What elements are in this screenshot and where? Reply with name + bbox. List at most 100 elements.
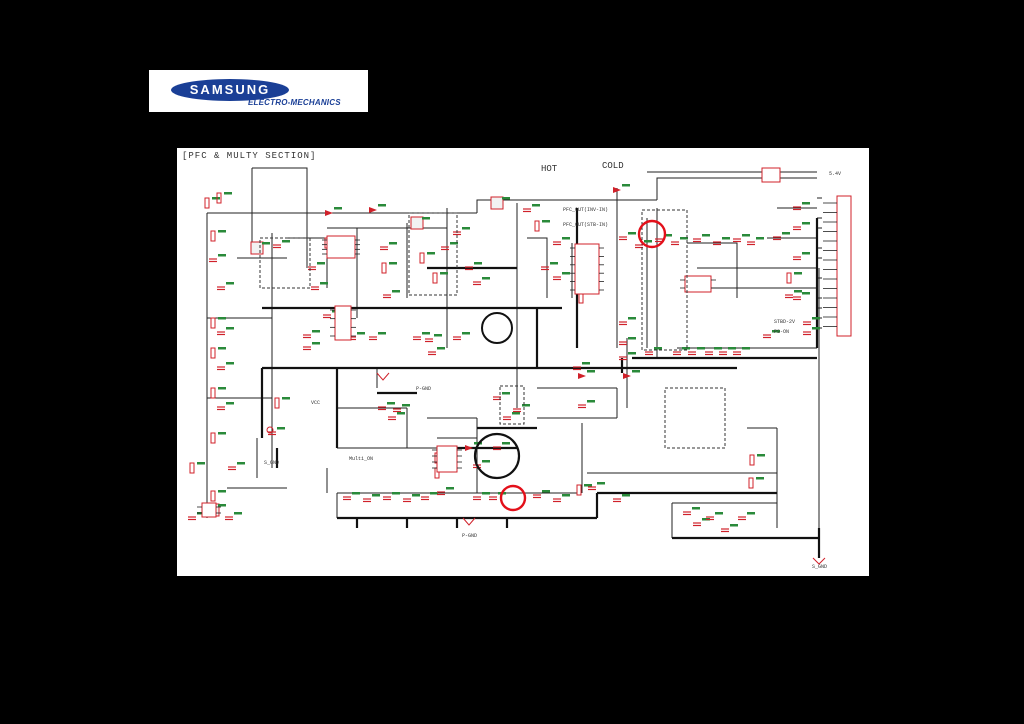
part-ref-label-79 [352, 492, 360, 495]
schematic-component-24 [380, 242, 397, 251]
schematic-component-23 [369, 204, 386, 213]
part-ref-label-87 [542, 490, 550, 493]
schematic-component-71 [493, 392, 510, 401]
schematic-component-31 [453, 227, 470, 236]
part-ref-label-1 [224, 192, 232, 195]
multi-on-label: Multi_ON [349, 456, 374, 462]
highlight-circle-lower [499, 484, 527, 512]
diode-68 [578, 373, 586, 379]
schematic-wire-2 [656, 177, 817, 200]
part-ref-label-31 [462, 227, 470, 230]
schematic-component-112 [378, 402, 395, 411]
schematic-component-6 [217, 327, 234, 336]
resistor-29 [432, 272, 438, 284]
dashed-block-3 [499, 385, 525, 425]
part-ref-label-106 [234, 512, 242, 515]
schematic-component-78 [493, 442, 510, 451]
output-voltage-label: 5.4V [829, 171, 842, 177]
pgnd-symbol-lower [462, 517, 476, 526]
part-ref-label-49 [722, 237, 730, 240]
diode-23 [369, 207, 377, 213]
schematic-component-28 [419, 252, 435, 264]
schematic-component-5 [210, 317, 226, 329]
part-ref-label-101 [812, 317, 820, 320]
sgnd-symbol-left [266, 426, 274, 434]
schematic-component-38 [553, 237, 570, 246]
schematic-component-100 [793, 292, 810, 301]
schematic-component-50 [733, 234, 750, 243]
schematic-component-79 [343, 492, 360, 501]
part-ref-label-8 [226, 362, 234, 365]
schematic-component-25 [381, 262, 397, 274]
part-ref-label-64 [728, 347, 736, 350]
schematic-component-63 [705, 347, 722, 356]
dashed-block-0 [259, 237, 311, 289]
resistor-55 [786, 272, 792, 284]
schematic-component-9 [210, 387, 226, 399]
part-ref-label-5 [218, 317, 226, 320]
sgnd-label-right: S_GND [812, 564, 828, 570]
part-ref-label-62 [697, 347, 705, 350]
part-ref-label-23 [378, 204, 386, 207]
part-ref-label-32 [474, 262, 482, 265]
schematic-component-27 [410, 216, 430, 230]
resistor-97 [749, 454, 755, 466]
schematic-component-60 [645, 347, 662, 356]
resistor-36 [534, 220, 540, 232]
part-ref-label-30 [450, 242, 458, 245]
schematic-component-43 [613, 184, 630, 193]
schematic-component-68 [578, 370, 595, 379]
part-ref-label-13 [237, 462, 245, 465]
part-ref-label-88 [562, 494, 570, 497]
resistor-14 [210, 490, 216, 502]
schematic-component-80 [363, 494, 380, 503]
part-ref-label-91 [622, 494, 630, 497]
resistor-0 [204, 197, 210, 209]
part-ref-label-65 [742, 347, 750, 350]
schematic-component-91 [613, 494, 630, 503]
part-ref-label-11 [218, 432, 226, 435]
cold-label: COLD [602, 161, 624, 171]
part-ref-label-26 [392, 290, 400, 293]
part-ref-label-54 [802, 222, 810, 225]
schematic-component-110 [303, 342, 320, 351]
part-ref-label-89 [584, 484, 592, 487]
part-ref-label-35 [532, 204, 540, 207]
schematic-component-65 [733, 347, 750, 356]
schematic-component-81 [383, 492, 400, 501]
part-ref-label-114 [397, 412, 405, 415]
part-ref-label-16 [282, 240, 290, 243]
part-ref-label-98 [756, 477, 764, 480]
schematic-component-102 [803, 327, 820, 336]
part-ref-label-55 [794, 272, 802, 275]
part-ref-label-81 [392, 492, 400, 495]
schematic-component-32 [465, 262, 482, 271]
schematic-component-1 [216, 192, 232, 204]
part-ref-label-45 [644, 240, 652, 243]
schematic-wire-17 [527, 237, 548, 298]
part-ref-label-14 [218, 490, 226, 493]
schematic-component-113 [393, 404, 410, 413]
resistor-7 [210, 347, 216, 359]
schematic-component-37 [541, 262, 558, 271]
schematic-component-29 [432, 272, 448, 284]
schematic-component-30 [441, 242, 458, 251]
part-ref-label-18 [317, 262, 325, 265]
schematic-component-66 [763, 330, 780, 339]
part-ref-label-72 [512, 412, 520, 415]
optocoupler-b [436, 445, 458, 473]
schematic-component-98 [748, 477, 764, 489]
controller-ic [574, 243, 600, 295]
resistor-9 [210, 387, 216, 399]
transformer-hot-cold [761, 167, 781, 183]
schematic-component-101 [803, 317, 820, 326]
resistor-1 [216, 192, 222, 204]
schematic-component-85 [473, 492, 490, 501]
part-ref-label-68 [587, 370, 595, 373]
part-ref-label-70 [587, 400, 595, 403]
part-ref-label-25 [389, 262, 397, 265]
schematic-component-7 [210, 347, 226, 359]
highlight-circle-upper [637, 219, 667, 249]
part-ref-label-29 [440, 272, 448, 275]
part-ref-label-34 [502, 197, 510, 200]
